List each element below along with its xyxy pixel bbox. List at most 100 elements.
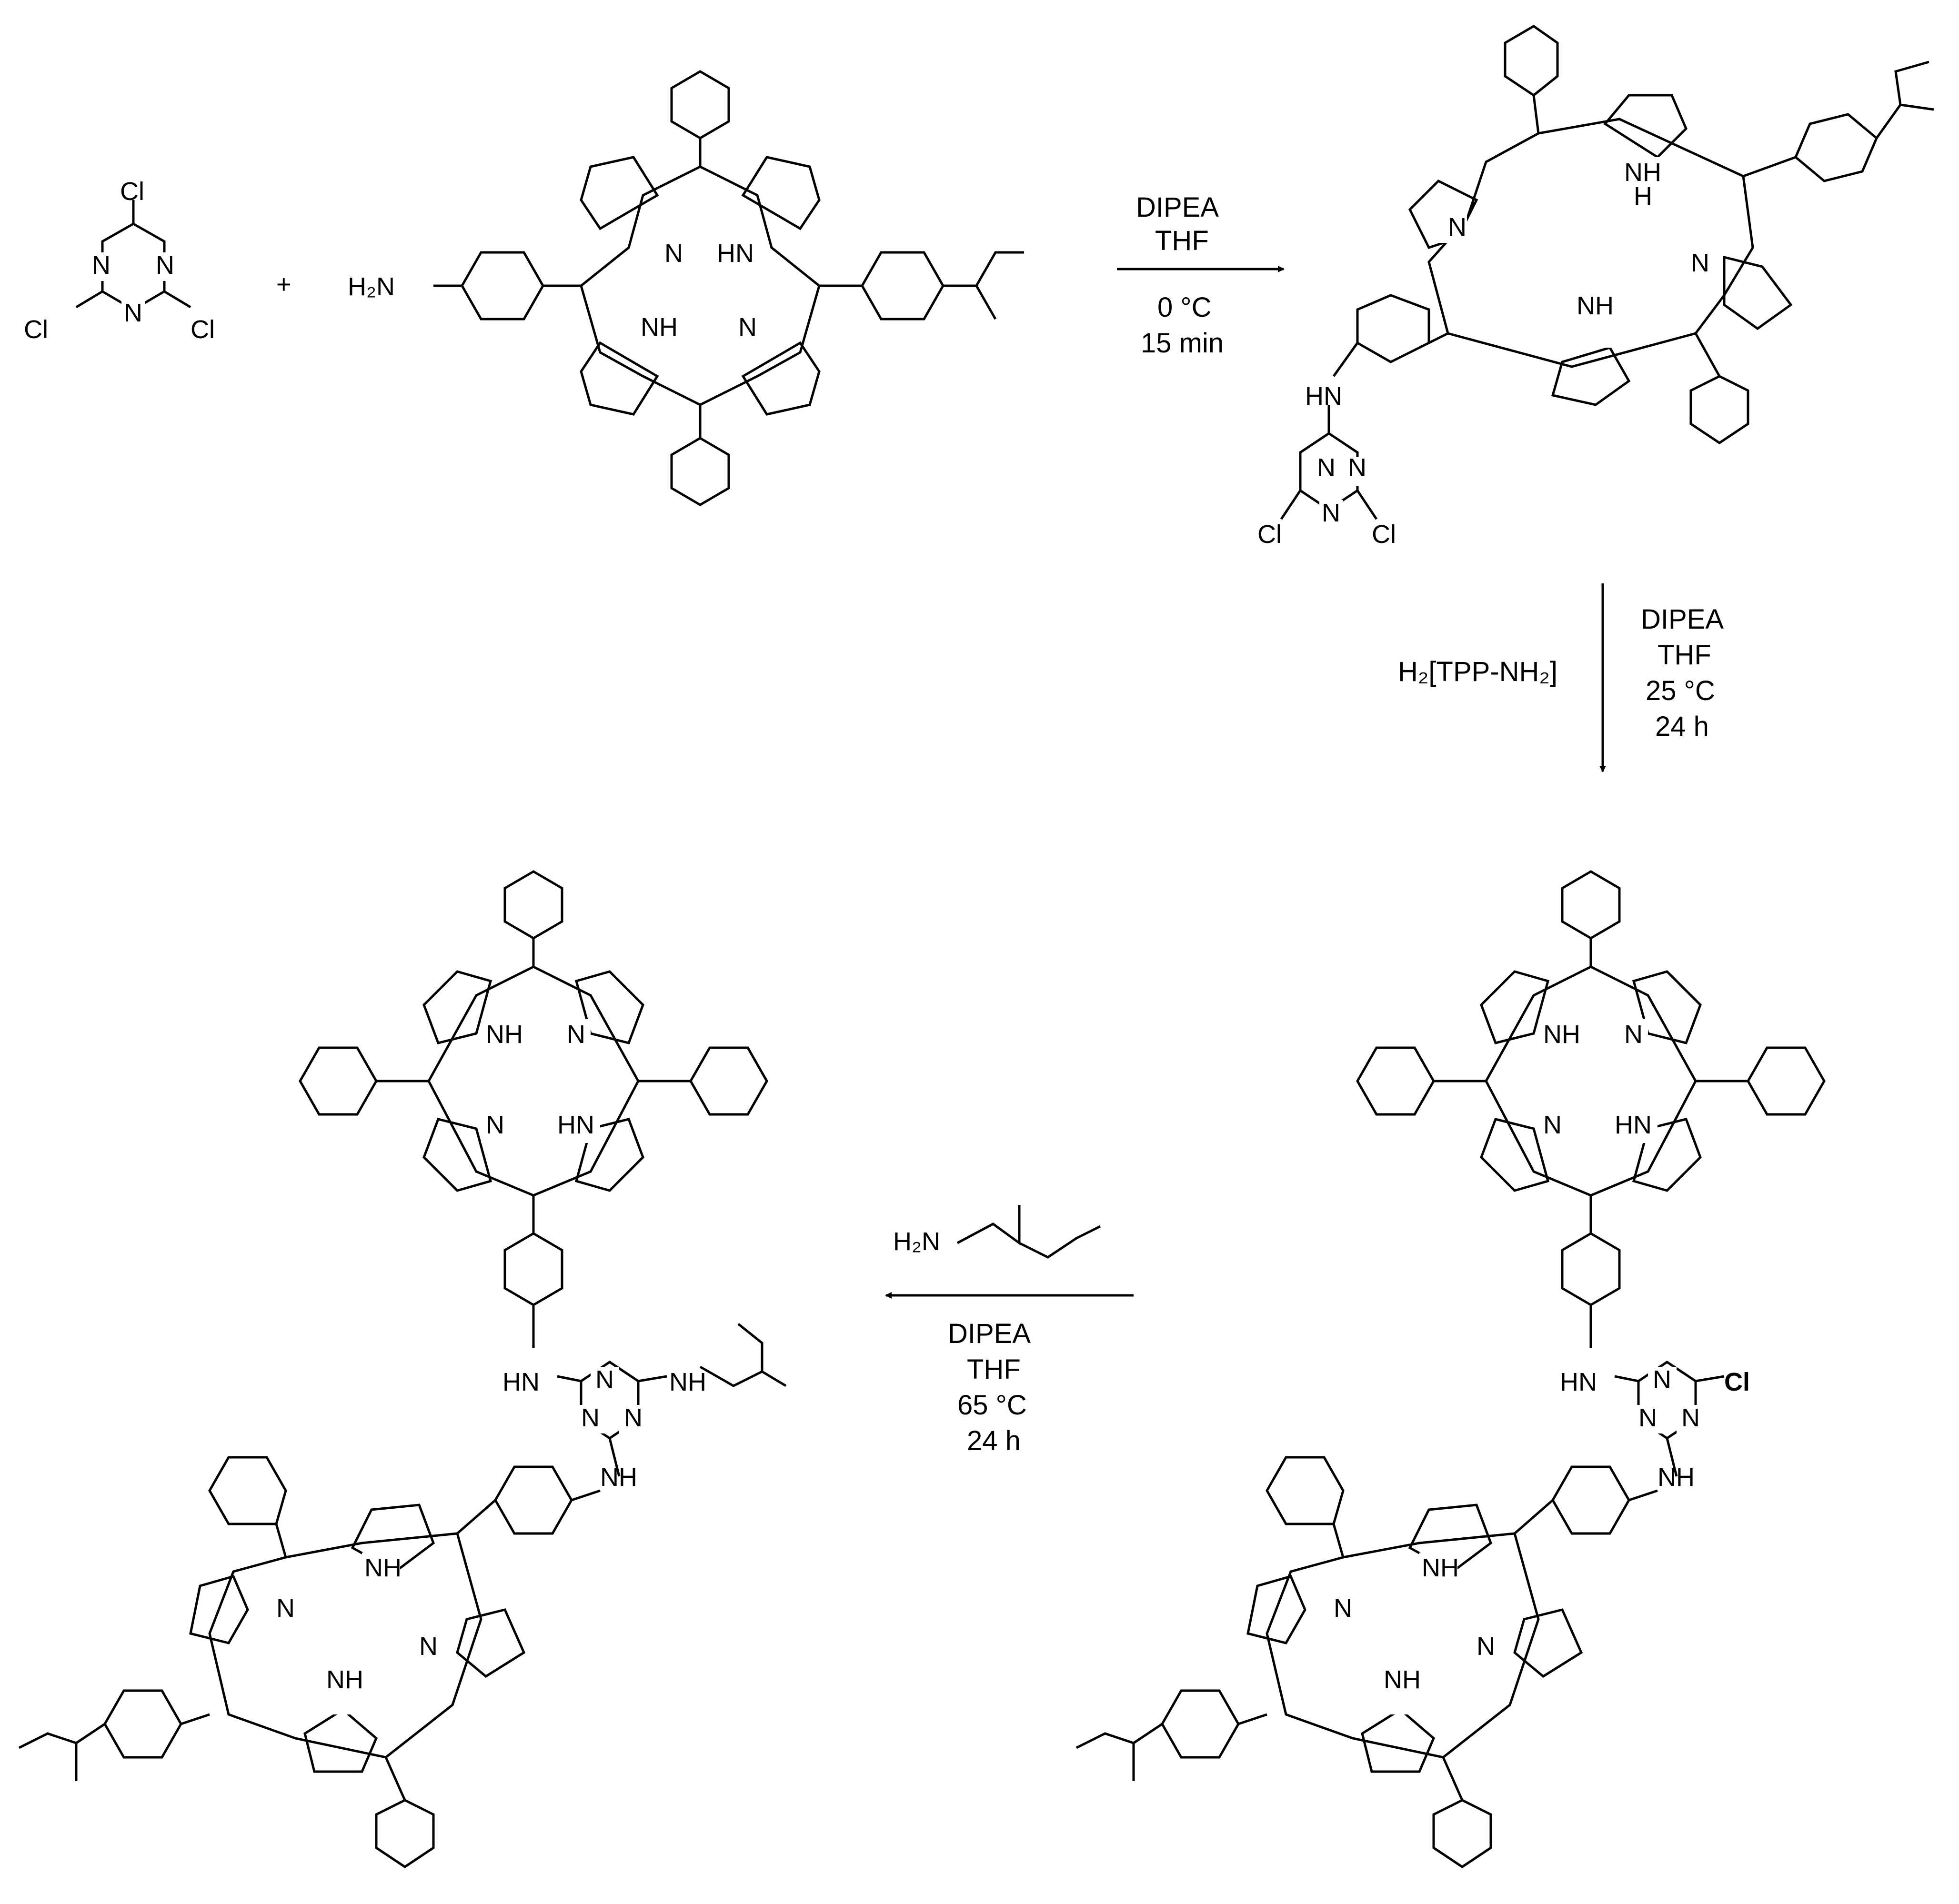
pyrrole-ne [741,156,821,230]
p3-nh-lower-top: NH [364,1553,402,1582]
amino-porphyrin-reactant [433,70,1024,506]
p3-hn-upper-se: HN [557,1111,594,1139]
step1-arrow: DIPEA THF 0 °C 15 min [1117,192,1285,359]
p1-nh-s: NH [1577,291,1614,320]
p3-nh-upper-nw: NH [486,1020,523,1049]
p2-hn-upper-se: HN [1615,1111,1652,1139]
step3-condition-1: 65 °C [957,1390,1027,1421]
r-hn-ne: HN [717,239,754,268]
amino-porphyrin-labels: H₂N N HN NH N [348,238,762,343]
glycine-methyl-ester [956,1205,1101,1259]
pyrrole-e [1723,255,1793,331]
glycine-arm [699,1323,787,1387]
product1-labels: NH H N N NH HN N N N Cl Cl [1257,157,1715,549]
p2-cl: Cl [1724,1368,1750,1396]
product1-structure [1280,25,1934,520]
step3-amine: H₂N [893,1227,940,1256]
upper-macrocycle [1485,965,1697,1197]
p1-hn-link: HN [1305,382,1342,411]
step3-reagent-1: DIPEA [948,1318,1031,1349]
r-n-se: N [738,313,757,341]
step2-added-reagent: H₂[TPP-NH₂] [1398,656,1557,687]
p2-nh-lower-top: NH [1422,1553,1459,1582]
p2-nh-lower-s: NH [1384,1665,1421,1694]
cyanuric-chloride: Cl N N Cl N Cl [24,177,215,344]
p1-triazine-n1: N [1317,453,1336,482]
r-nh-sw: NH [641,313,678,341]
step1-reagent-2: THF [1155,225,1209,256]
p3-triazine-n3: N [624,1403,643,1432]
methyl-ester [943,251,1024,320]
phenyl-top-left [1504,25,1559,97]
cc-n-bottom: N [124,299,142,327]
cc-n-left: N [92,251,111,280]
p3-n-upper-ne: N [567,1020,585,1049]
p2-n-lower-e: N [1477,1632,1495,1661]
pyrrole-nw [580,156,659,230]
p1-cl-left: Cl [1257,520,1282,549]
cc-cl-right: Cl [191,315,215,344]
p2-triazine-n2: N [1638,1403,1657,1432]
step1-condition-1: 0 °C [1157,292,1211,323]
p3-nh-glycine: NH [669,1368,706,1396]
product2-labels: NH N N HN HN N Cl N N NH NH N N NH [1329,1019,1750,1714]
plus-sign: + [276,270,291,299]
p3-triazine-n1: N [595,1365,614,1394]
step2-arrow: H₂[TPP-NH₂] DIPEA THF 25 °C 24 h [1398,583,1724,772]
aminophenyl [1356,294,1430,363]
step3-arrow: H₂N DIPEA THF 65 °C 24 h [885,1176,1134,1456]
p2-nh-link-bottom: NH [1658,1463,1695,1492]
p1-h-top: H [1634,182,1652,210]
p2-hn-link-top: HN [1560,1368,1597,1396]
p3-nh-lower-s: NH [326,1665,363,1694]
p2-triazine-n1: N [1653,1365,1671,1394]
step2-reagent-2: THF [1658,640,1711,671]
cc-cl-top: Cl [120,177,144,206]
p1-n-e: N [1691,249,1709,277]
cc-n-right: N [156,251,174,280]
p1-n-w: N [1448,213,1467,241]
aminophenyl [461,251,544,321]
p2-n-upper-ne: N [1624,1020,1643,1049]
step2-reagent-1: DIPEA [1641,604,1724,635]
step2-condition-2: 24 h [1655,711,1709,742]
ester-phenyl [861,251,944,321]
p1-triazine-n3: N [1322,499,1340,527]
step2-condition-1: 25 °C [1646,675,1715,706]
step1-condition-2: 15 min [1141,328,1224,359]
pyrrole-n [1603,94,1688,159]
p3-hn-link-top: HN [502,1368,540,1396]
product3-labels: NH N N HN HN N NH N N NH NH N N NH [271,1019,706,1714]
methyl-ester [1875,60,1934,139]
pyrrole-sw [580,341,659,416]
pyrrole-s [1551,346,1631,406]
pyrrole-se [741,341,821,416]
ester-phenyl [1794,113,1879,182]
p3-nh-link-bottom: NH [600,1463,637,1492]
p2-n-lower-w: N [1334,1594,1352,1623]
upper-macrocycle [427,965,640,1197]
phenyl-bottom [670,437,730,506]
p1-nh-top: NH [1624,158,1661,187]
p2-n-upper-sw: N [1543,1111,1562,1139]
p3-n-lower-w: N [276,1594,295,1623]
step3-condition-2: 24 h [967,1425,1021,1456]
r-n-nw: N [664,239,683,268]
p3-n-upper-sw: N [486,1111,504,1139]
macrocycle [580,165,821,406]
phenyl-top [670,70,730,140]
p2-triazine-n3: N [1681,1403,1700,1432]
p1-cl-right: Cl [1372,520,1396,549]
product2-structure [1075,870,1826,1869]
p3-triazine-n2: N [581,1403,600,1432]
step1-reagent-1: DIPEA [1136,192,1219,223]
p3-n-lower-e: N [419,1632,438,1661]
phenyl-bottom-right [1689,375,1749,445]
cc-cl-left: Cl [24,315,48,344]
macrocycle [1427,118,1754,368]
step3-reagent-2: THF [967,1354,1021,1385]
p1-triazine-n2: N [1348,453,1366,482]
r-h2n: H₂N [348,272,395,301]
